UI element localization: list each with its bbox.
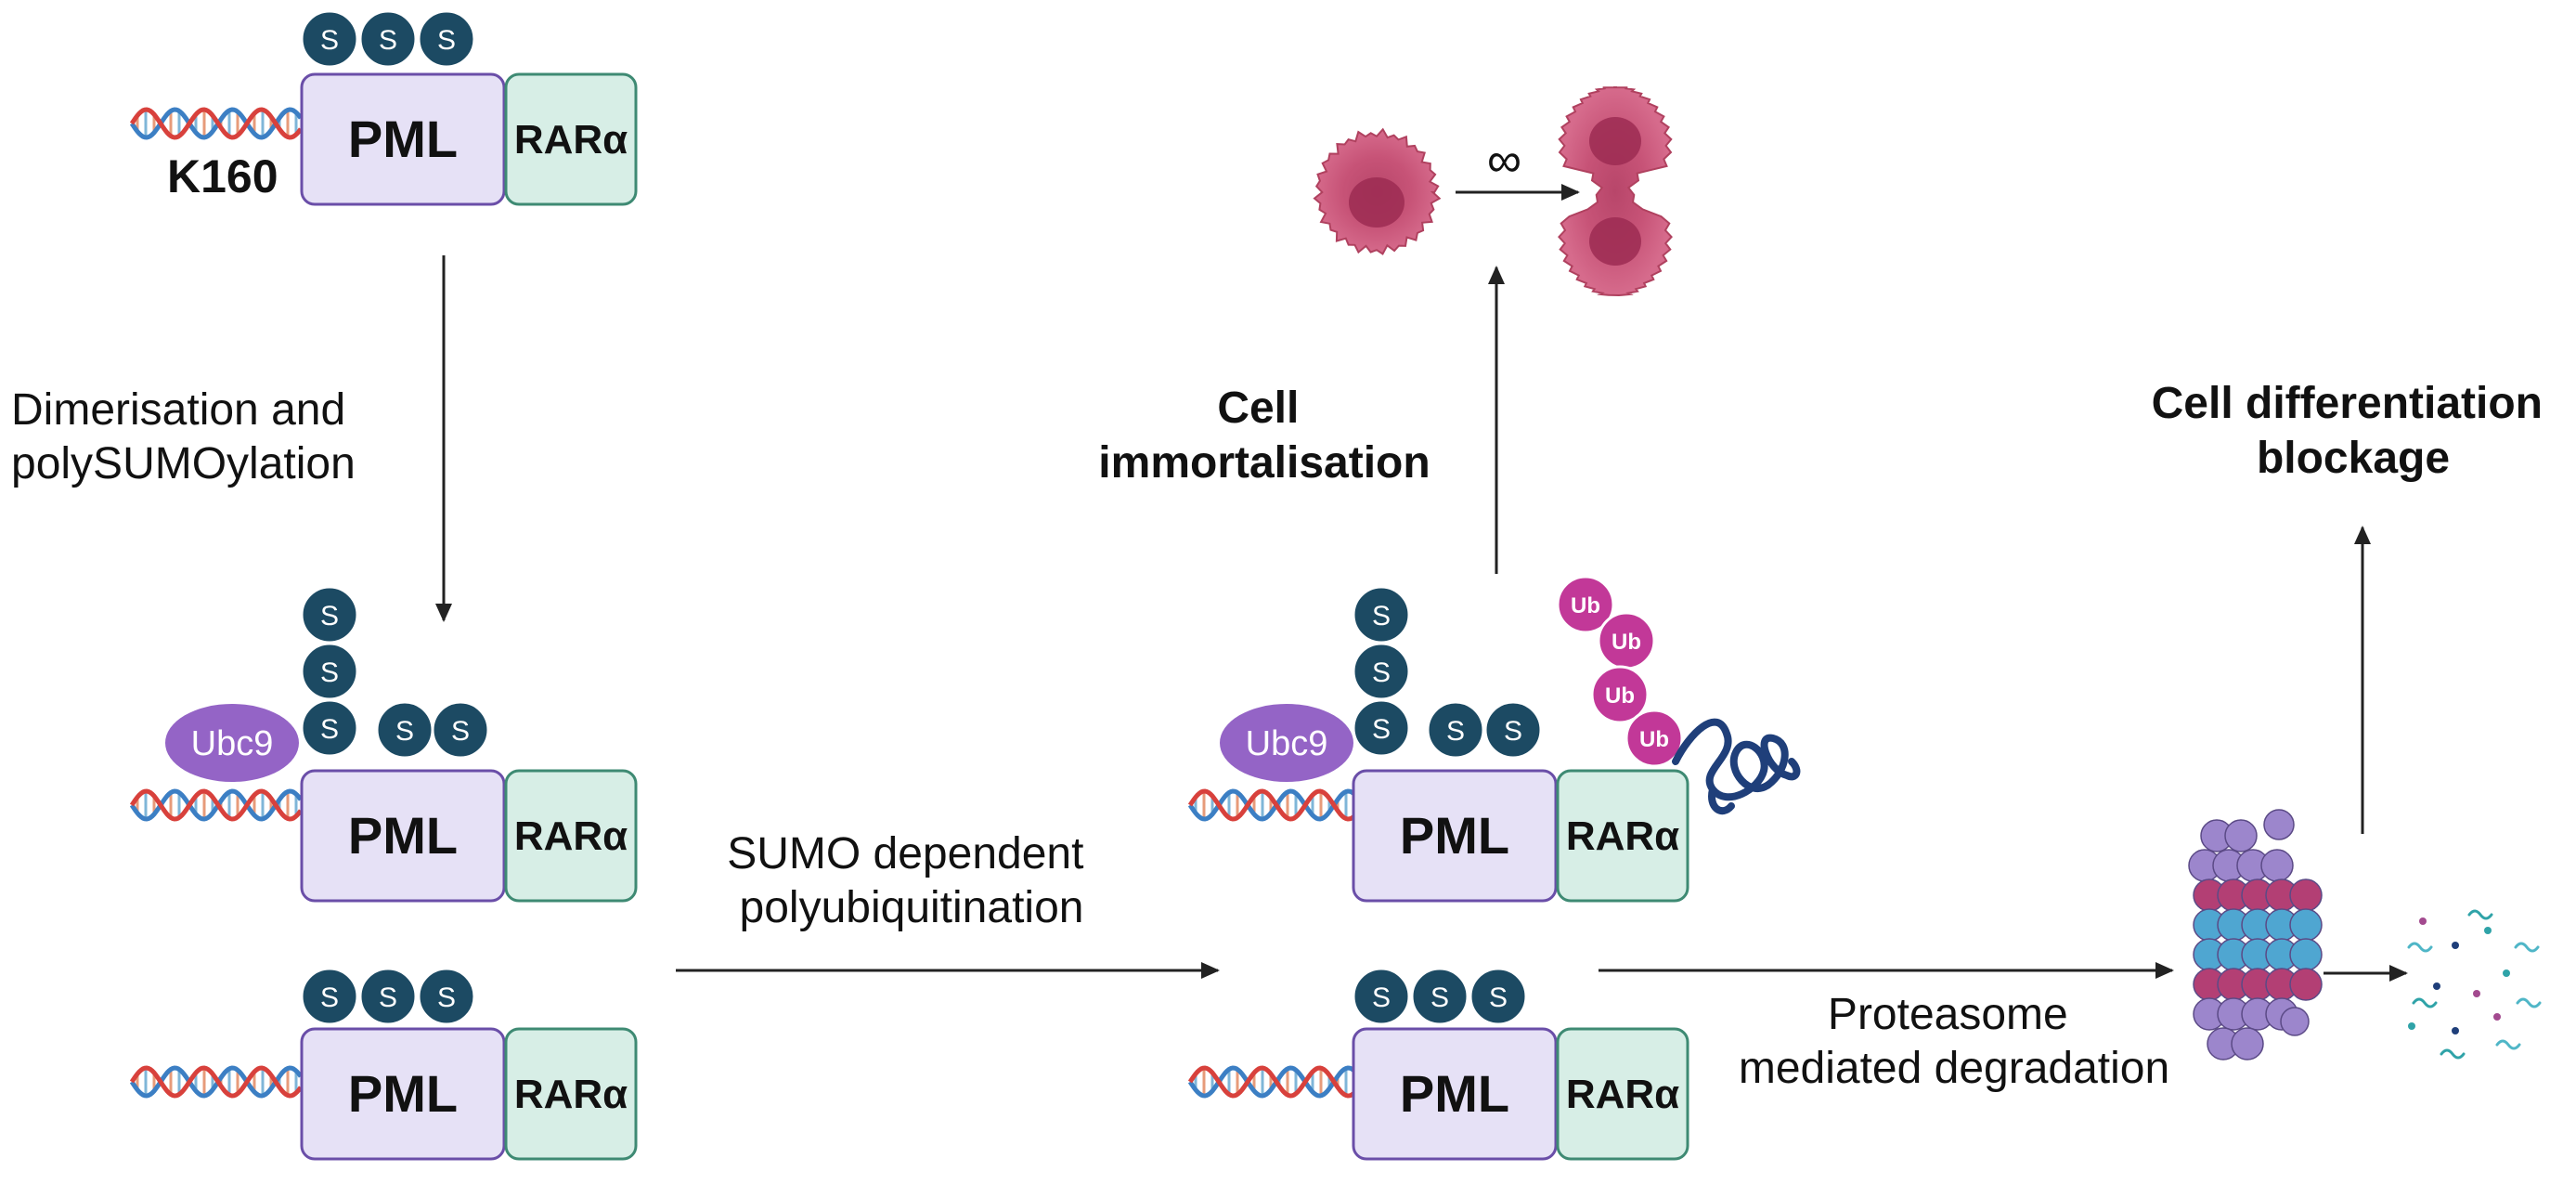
pml-rara-complex-mid-right: PML RARα: [1352, 769, 1689, 903]
rara-label: RARα: [514, 813, 628, 859]
sumo-16: S: [1483, 700, 1543, 760]
polyubiquitination-label: SUMO dependent polyubiquitination: [727, 829, 1096, 932]
peptide-fragments: [2407, 909, 2542, 1060]
proteasome-label: Proteasome mediated degradation: [1739, 990, 2169, 1093]
sumo-11: S: [417, 967, 476, 1026]
dna-bottom-left: [129, 1065, 304, 1099]
svg-text:S: S: [320, 25, 339, 56]
sumo-10: S: [358, 967, 418, 1026]
svg-text:Ub: Ub: [1571, 593, 1600, 618]
rara-box: RARα: [504, 72, 638, 206]
pml-box: PML: [300, 1027, 506, 1161]
sumo-14: S: [1352, 698, 1411, 758]
k160-label: K160: [167, 150, 278, 202]
ub-1: Ub: [1556, 575, 1615, 634]
infinity-label: ∞: [1487, 134, 1521, 188]
ubc9-middle: Ubc9: [1220, 704, 1353, 782]
pml-label: PML: [348, 110, 458, 168]
ub-2: Ub: [1597, 611, 1656, 670]
dividing-cell: [1558, 86, 1673, 297]
sumo-9: S: [300, 967, 359, 1026]
rara-box: RARα: [1556, 1027, 1689, 1161]
svg-text:S: S: [1372, 601, 1391, 631]
dna-top-left: [129, 107, 304, 140]
sumo-15: S: [1426, 700, 1485, 760]
pml-box: PML: [1352, 769, 1558, 903]
svg-text:S: S: [320, 714, 339, 745]
sumo-6: S: [300, 698, 359, 758]
svg-text:S: S: [1504, 716, 1522, 747]
sumo-3: S: [417, 9, 476, 69]
sumo-18: S: [1410, 967, 1469, 1026]
rara-label: RARα: [1566, 1072, 1679, 1117]
pml-box: PML: [300, 769, 506, 903]
sumo-2: S: [358, 9, 418, 69]
single-cell: [1313, 127, 1442, 255]
unfolded-protein-chain: [1672, 718, 1801, 815]
svg-text:S: S: [320, 601, 339, 631]
svg-text:Ub: Ub: [1605, 683, 1635, 709]
svg-text:S: S: [1430, 982, 1449, 1013]
sumo-4: S: [300, 585, 359, 644]
pml-rara-complex-bottom-left: PML RARα: [300, 1027, 638, 1161]
pml-label: PML: [348, 806, 458, 865]
differentiation-label: Cell differentiation blockage: [2152, 379, 2556, 483]
pml-label: PML: [348, 1064, 458, 1123]
dna-mid-left: [129, 788, 304, 822]
svg-text:S: S: [320, 657, 339, 688]
pml-rara-complex-mid-left: PML RARα: [300, 769, 638, 903]
rara-label: RARα: [514, 117, 628, 163]
sumo-19: S: [1469, 967, 1528, 1026]
sumo-5: S: [300, 642, 359, 701]
pml-box: PML: [300, 72, 506, 206]
sumo-7: S: [375, 700, 434, 760]
rara-label: RARα: [1566, 813, 1679, 859]
dna-bottom-right: [1187, 1065, 1355, 1099]
pml-rara-complex-top-left: PML RARα: [300, 72, 638, 206]
sumo-13: S: [1352, 642, 1411, 701]
proteasome: [2188, 809, 2323, 1060]
dna-mid-right: [1187, 788, 1355, 822]
ubc9-top-left: Ubc9: [165, 704, 299, 782]
sumo-17: S: [1352, 967, 1411, 1026]
pml-rara-complex-bottom-right: PML RARα: [1352, 1027, 1689, 1161]
rara-box: RARα: [504, 1027, 638, 1161]
svg-text:S: S: [395, 716, 414, 747]
svg-text:S: S: [451, 716, 470, 747]
svg-text:Ubc9: Ubc9: [1246, 724, 1328, 763]
svg-text:S: S: [437, 982, 456, 1013]
sumo-8: S: [431, 700, 490, 760]
svg-text:Ubc9: Ubc9: [191, 724, 274, 763]
svg-text:S: S: [1489, 982, 1508, 1013]
immortalisation-label: Cell immortalisation: [1098, 384, 1430, 488]
svg-text:S: S: [379, 25, 397, 56]
rara-box: RARα: [504, 769, 638, 903]
sumo-1: S: [300, 9, 359, 69]
svg-text:S: S: [320, 982, 339, 1013]
pml-label: PML: [1400, 806, 1509, 865]
rara-label: RARα: [514, 1072, 628, 1117]
svg-text:Ub: Ub: [1639, 727, 1669, 752]
svg-text:Ub: Ub: [1612, 630, 1641, 655]
sumo-12: S: [1352, 585, 1411, 644]
pml-label: PML: [1400, 1064, 1509, 1123]
pml-box: PML: [1352, 1027, 1558, 1161]
svg-text:S: S: [1446, 716, 1465, 747]
ub-4: Ub: [1625, 709, 1684, 768]
svg-text:S: S: [1372, 657, 1391, 688]
svg-text:S: S: [1372, 714, 1391, 745]
svg-text:S: S: [1372, 982, 1391, 1013]
ub-3: Ub: [1590, 665, 1650, 724]
ubiquitin-chain: Ub Ub Ub Ub: [1556, 575, 1684, 768]
dimerisation-label: Dimerisation and polySUMOylation: [11, 385, 358, 488]
rara-box: RARα: [1556, 769, 1689, 903]
svg-text:S: S: [437, 25, 456, 56]
svg-text:S: S: [379, 982, 397, 1013]
